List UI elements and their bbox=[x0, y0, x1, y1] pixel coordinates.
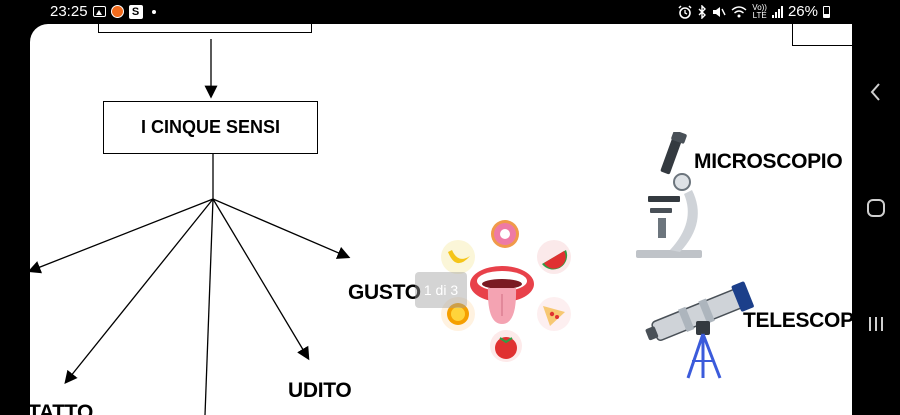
volte-label: Vo)) bbox=[752, 2, 767, 12]
mute-icon bbox=[713, 6, 726, 17]
home-button[interactable] bbox=[864, 196, 888, 220]
banana-icon bbox=[441, 240, 475, 274]
image-icon bbox=[92, 6, 106, 17]
mind-map-canvas[interactable]: I CINQUE SENSI ) GUSTO UDITO TATTO MICRO… bbox=[30, 24, 852, 415]
alarm-icon bbox=[678, 4, 692, 19]
image-counter: 1 di 3 bbox=[415, 272, 467, 308]
signal-icon bbox=[771, 5, 783, 18]
telescope-icon bbox=[645, 281, 754, 379]
wifi-icon bbox=[731, 5, 747, 17]
network-type: Vo)) LTE bbox=[752, 2, 767, 20]
system-nav-bar bbox=[852, 0, 900, 415]
donut-icon bbox=[491, 220, 519, 248]
home-icon bbox=[867, 199, 885, 217]
status-right: Vo)) LTE 26% bbox=[678, 3, 830, 20]
status-left: 23:25 S bbox=[50, 3, 156, 20]
lte-label: LTE bbox=[752, 10, 767, 20]
more-notifications-icon bbox=[151, 9, 156, 14]
watermelon-icon bbox=[537, 240, 571, 274]
bluetooth-icon bbox=[698, 4, 707, 19]
main-concept-box: I CINQUE SENSI bbox=[103, 101, 318, 154]
status-time: 23:25 bbox=[50, 3, 88, 20]
taste-illustration bbox=[441, 220, 571, 362]
label-tatto: TATTO bbox=[30, 401, 93, 415]
main-concept-label: I CINQUE SENSI bbox=[140, 117, 281, 137]
microscope-icon bbox=[636, 132, 702, 258]
back-button[interactable] bbox=[864, 80, 888, 104]
orange-app-icon bbox=[110, 5, 124, 18]
connector-lines bbox=[30, 39, 351, 415]
tomato-icon bbox=[490, 330, 522, 362]
recents-button[interactable] bbox=[864, 312, 888, 336]
pizza-icon bbox=[537, 297, 571, 331]
back-icon bbox=[870, 83, 880, 101]
orange-icon bbox=[441, 297, 475, 331]
tongue-mouth-icon bbox=[470, 266, 534, 324]
label-telescopio: TELESCOP bbox=[743, 309, 852, 332]
top-box bbox=[98, 24, 312, 33]
battery-icon bbox=[823, 5, 830, 18]
label-microscopio: MICROSCOPIO bbox=[694, 150, 843, 173]
battery-percent: 26% bbox=[787, 3, 818, 20]
status-bar: 23:25 S Vo)) LTE 26% bbox=[0, 0, 852, 24]
top-right-box bbox=[792, 24, 852, 46]
label-gusto: GUSTO bbox=[348, 281, 421, 304]
s-app-icon: S bbox=[128, 4, 143, 19]
label-udito: UDITO bbox=[288, 379, 352, 402]
recents-icon bbox=[869, 317, 883, 331]
